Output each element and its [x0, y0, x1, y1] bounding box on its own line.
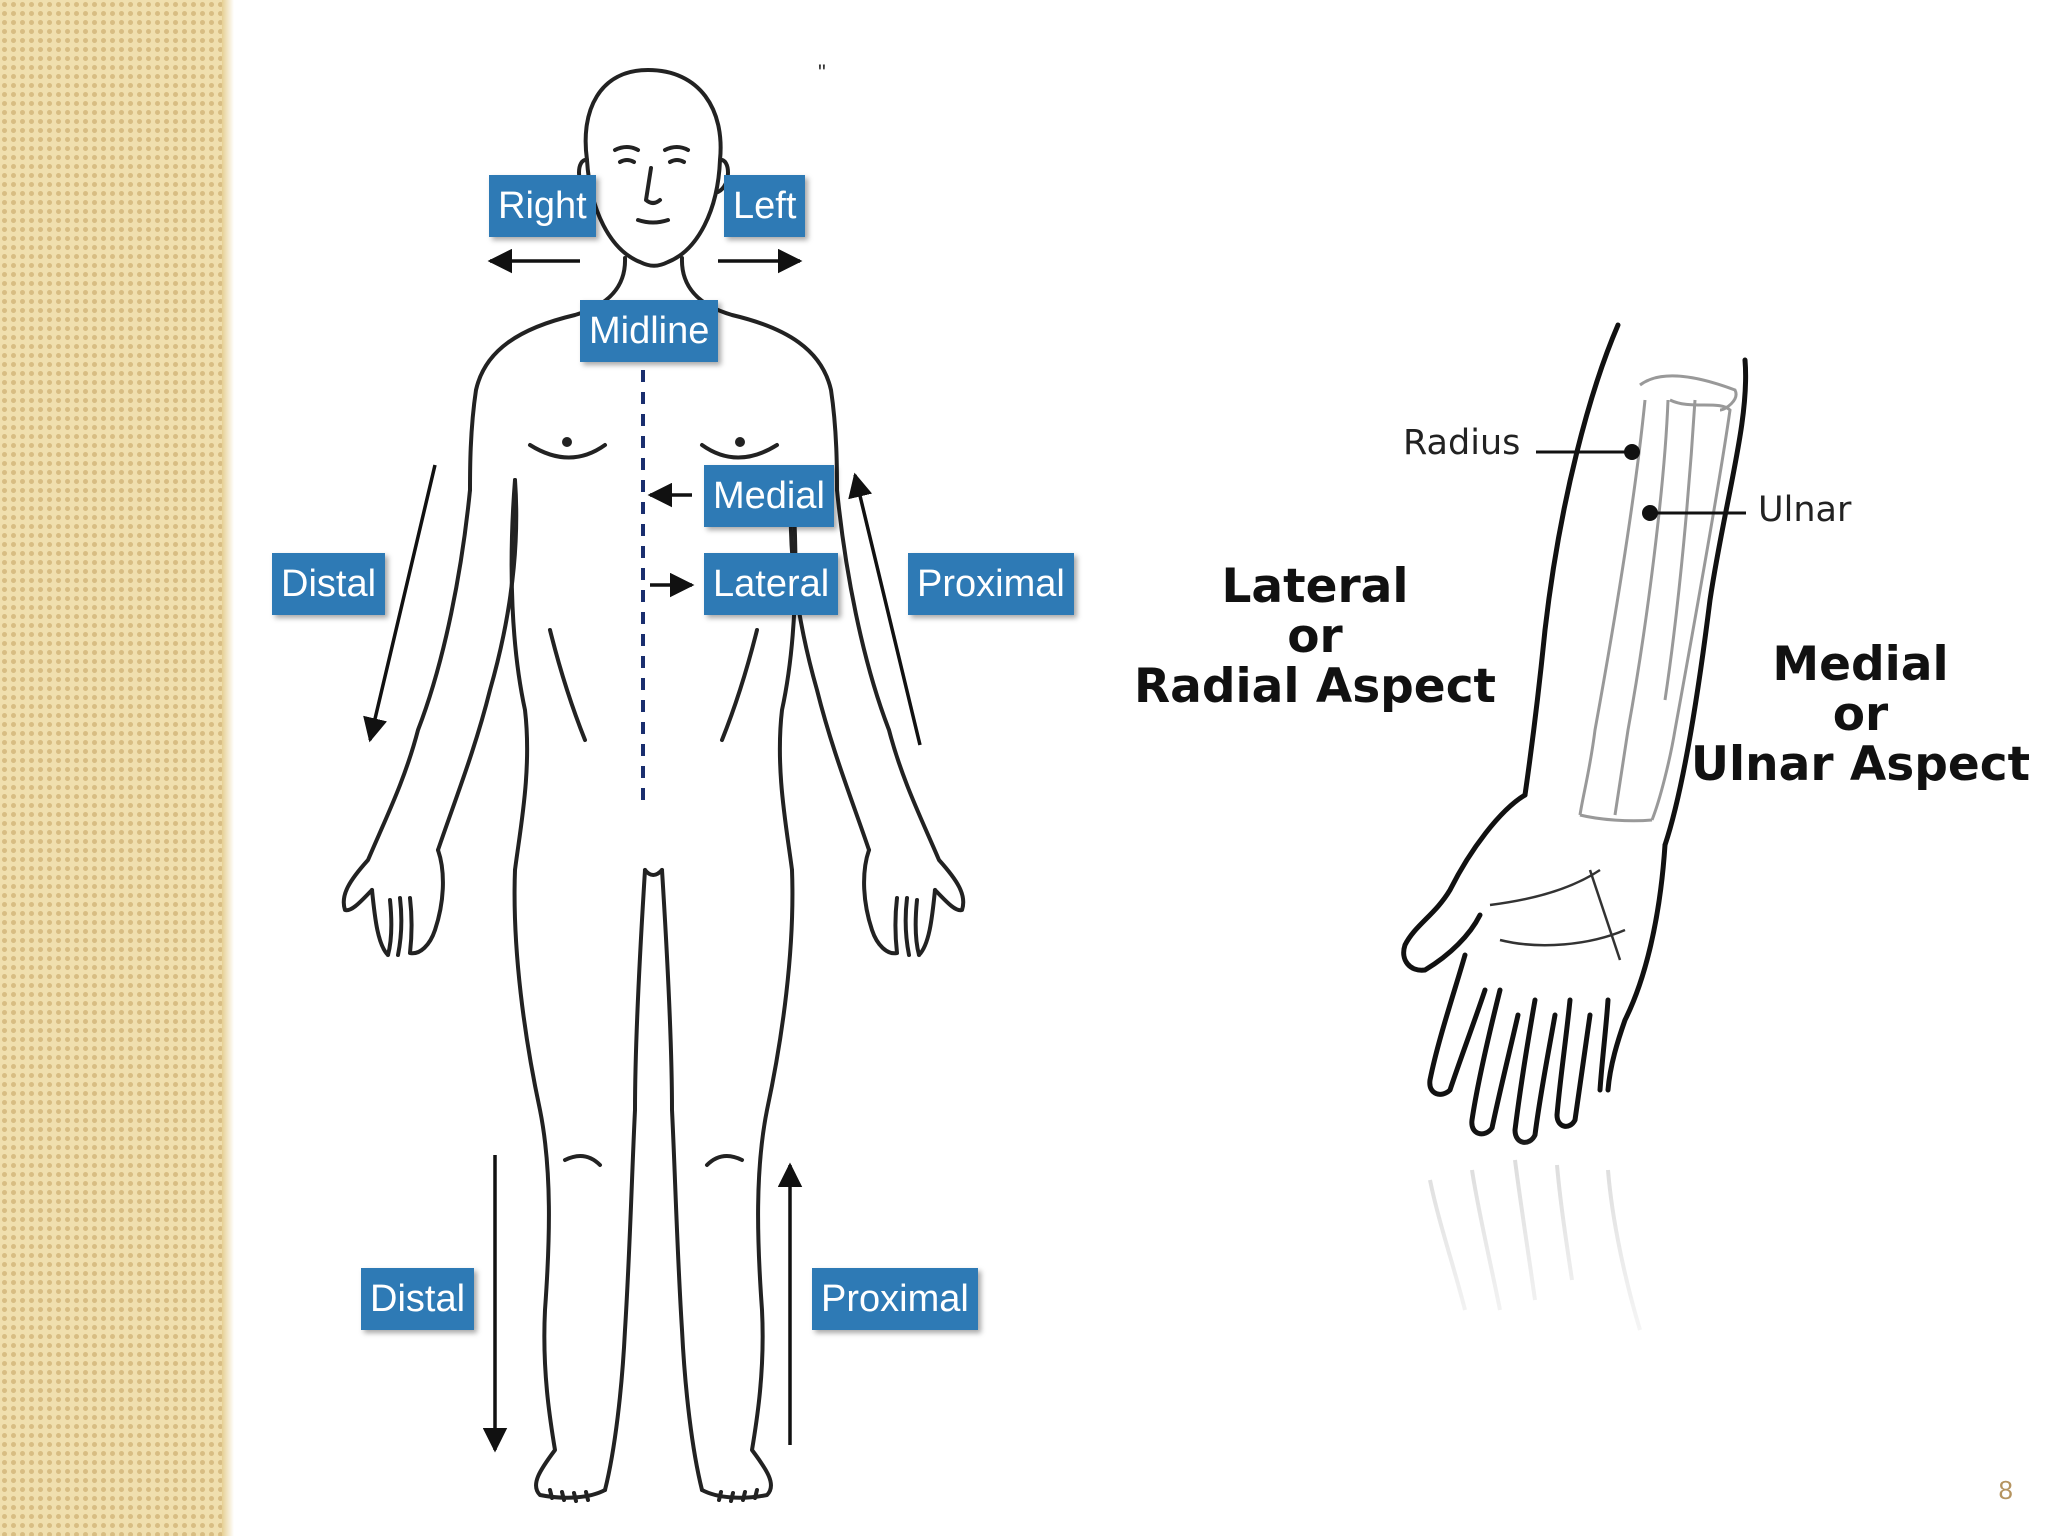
forearm-outline-drawing [1300, 322, 2048, 1400]
medial-line2: or [1832, 687, 1889, 742]
lateral-line3: Radial Aspect [1133, 659, 1497, 714]
label-proximal-leg: Proximal [812, 1268, 978, 1330]
arrow-proximal-arm [848, 472, 922, 746]
stray-quote-mark: " [818, 60, 826, 85]
slide-page-number: 8 [1998, 1475, 2013, 1505]
lateral-line2: or [1287, 609, 1343, 664]
label-lateral: Lateral [704, 553, 839, 615]
sidebar-edge [222, 0, 234, 1536]
label-ulnar: Ulnar [1758, 490, 1852, 530]
ulnar-pointer-dot [1642, 505, 1658, 521]
radius-pointer-dot [1624, 444, 1640, 460]
medial-ulnar-aspect-label: Medial or Ulnar Aspect [1688, 640, 2033, 790]
label-radius: Radius [1403, 423, 1521, 463]
medial-line1: Medial [1772, 637, 1949, 692]
arrow-distal-arm [363, 464, 437, 743]
lateral-radial-aspect-label: Lateral or Radial Aspect [1130, 562, 1500, 712]
label-proximal-arm: Proximal [908, 553, 1074, 615]
label-distal-arm: Distal [272, 553, 386, 615]
forearm-aspect-diagram: Radius Ulnar Lateral or Radial Aspect Me… [1120, 300, 2048, 1400]
label-right: Right [489, 175, 596, 237]
lateral-line1: Lateral [1221, 559, 1409, 614]
body-outline-drawing [341, 68, 966, 1503]
label-distal-leg: Distal [361, 1268, 475, 1330]
medial-line3: Ulnar Aspect [1690, 737, 2031, 792]
label-medial: Medial [704, 465, 834, 527]
anatomical-body-diagram: Right Left Midline Medial Lateral Distal… [240, 50, 1080, 1510]
decorative-sidebar [0, 0, 226, 1536]
label-midline: Midline [580, 300, 719, 362]
label-left: Left [724, 175, 806, 237]
